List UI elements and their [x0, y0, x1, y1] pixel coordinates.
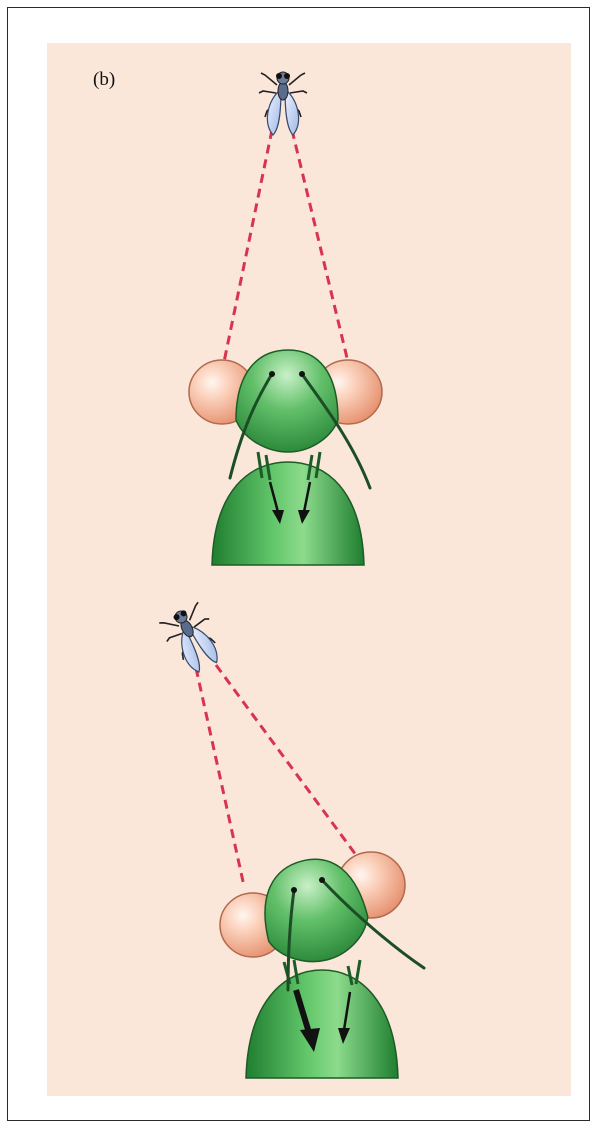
sight-line-right — [292, 130, 348, 362]
sight-line-right — [216, 665, 356, 855]
sight-line-left — [224, 130, 272, 362]
scene-top — [189, 72, 382, 565]
sight-line-left — [196, 668, 244, 886]
mantis-body-top — [212, 462, 364, 565]
scene-bottom — [157, 600, 424, 1078]
fly-icon — [259, 72, 307, 135]
mantis-body-bottom — [246, 970, 398, 1078]
